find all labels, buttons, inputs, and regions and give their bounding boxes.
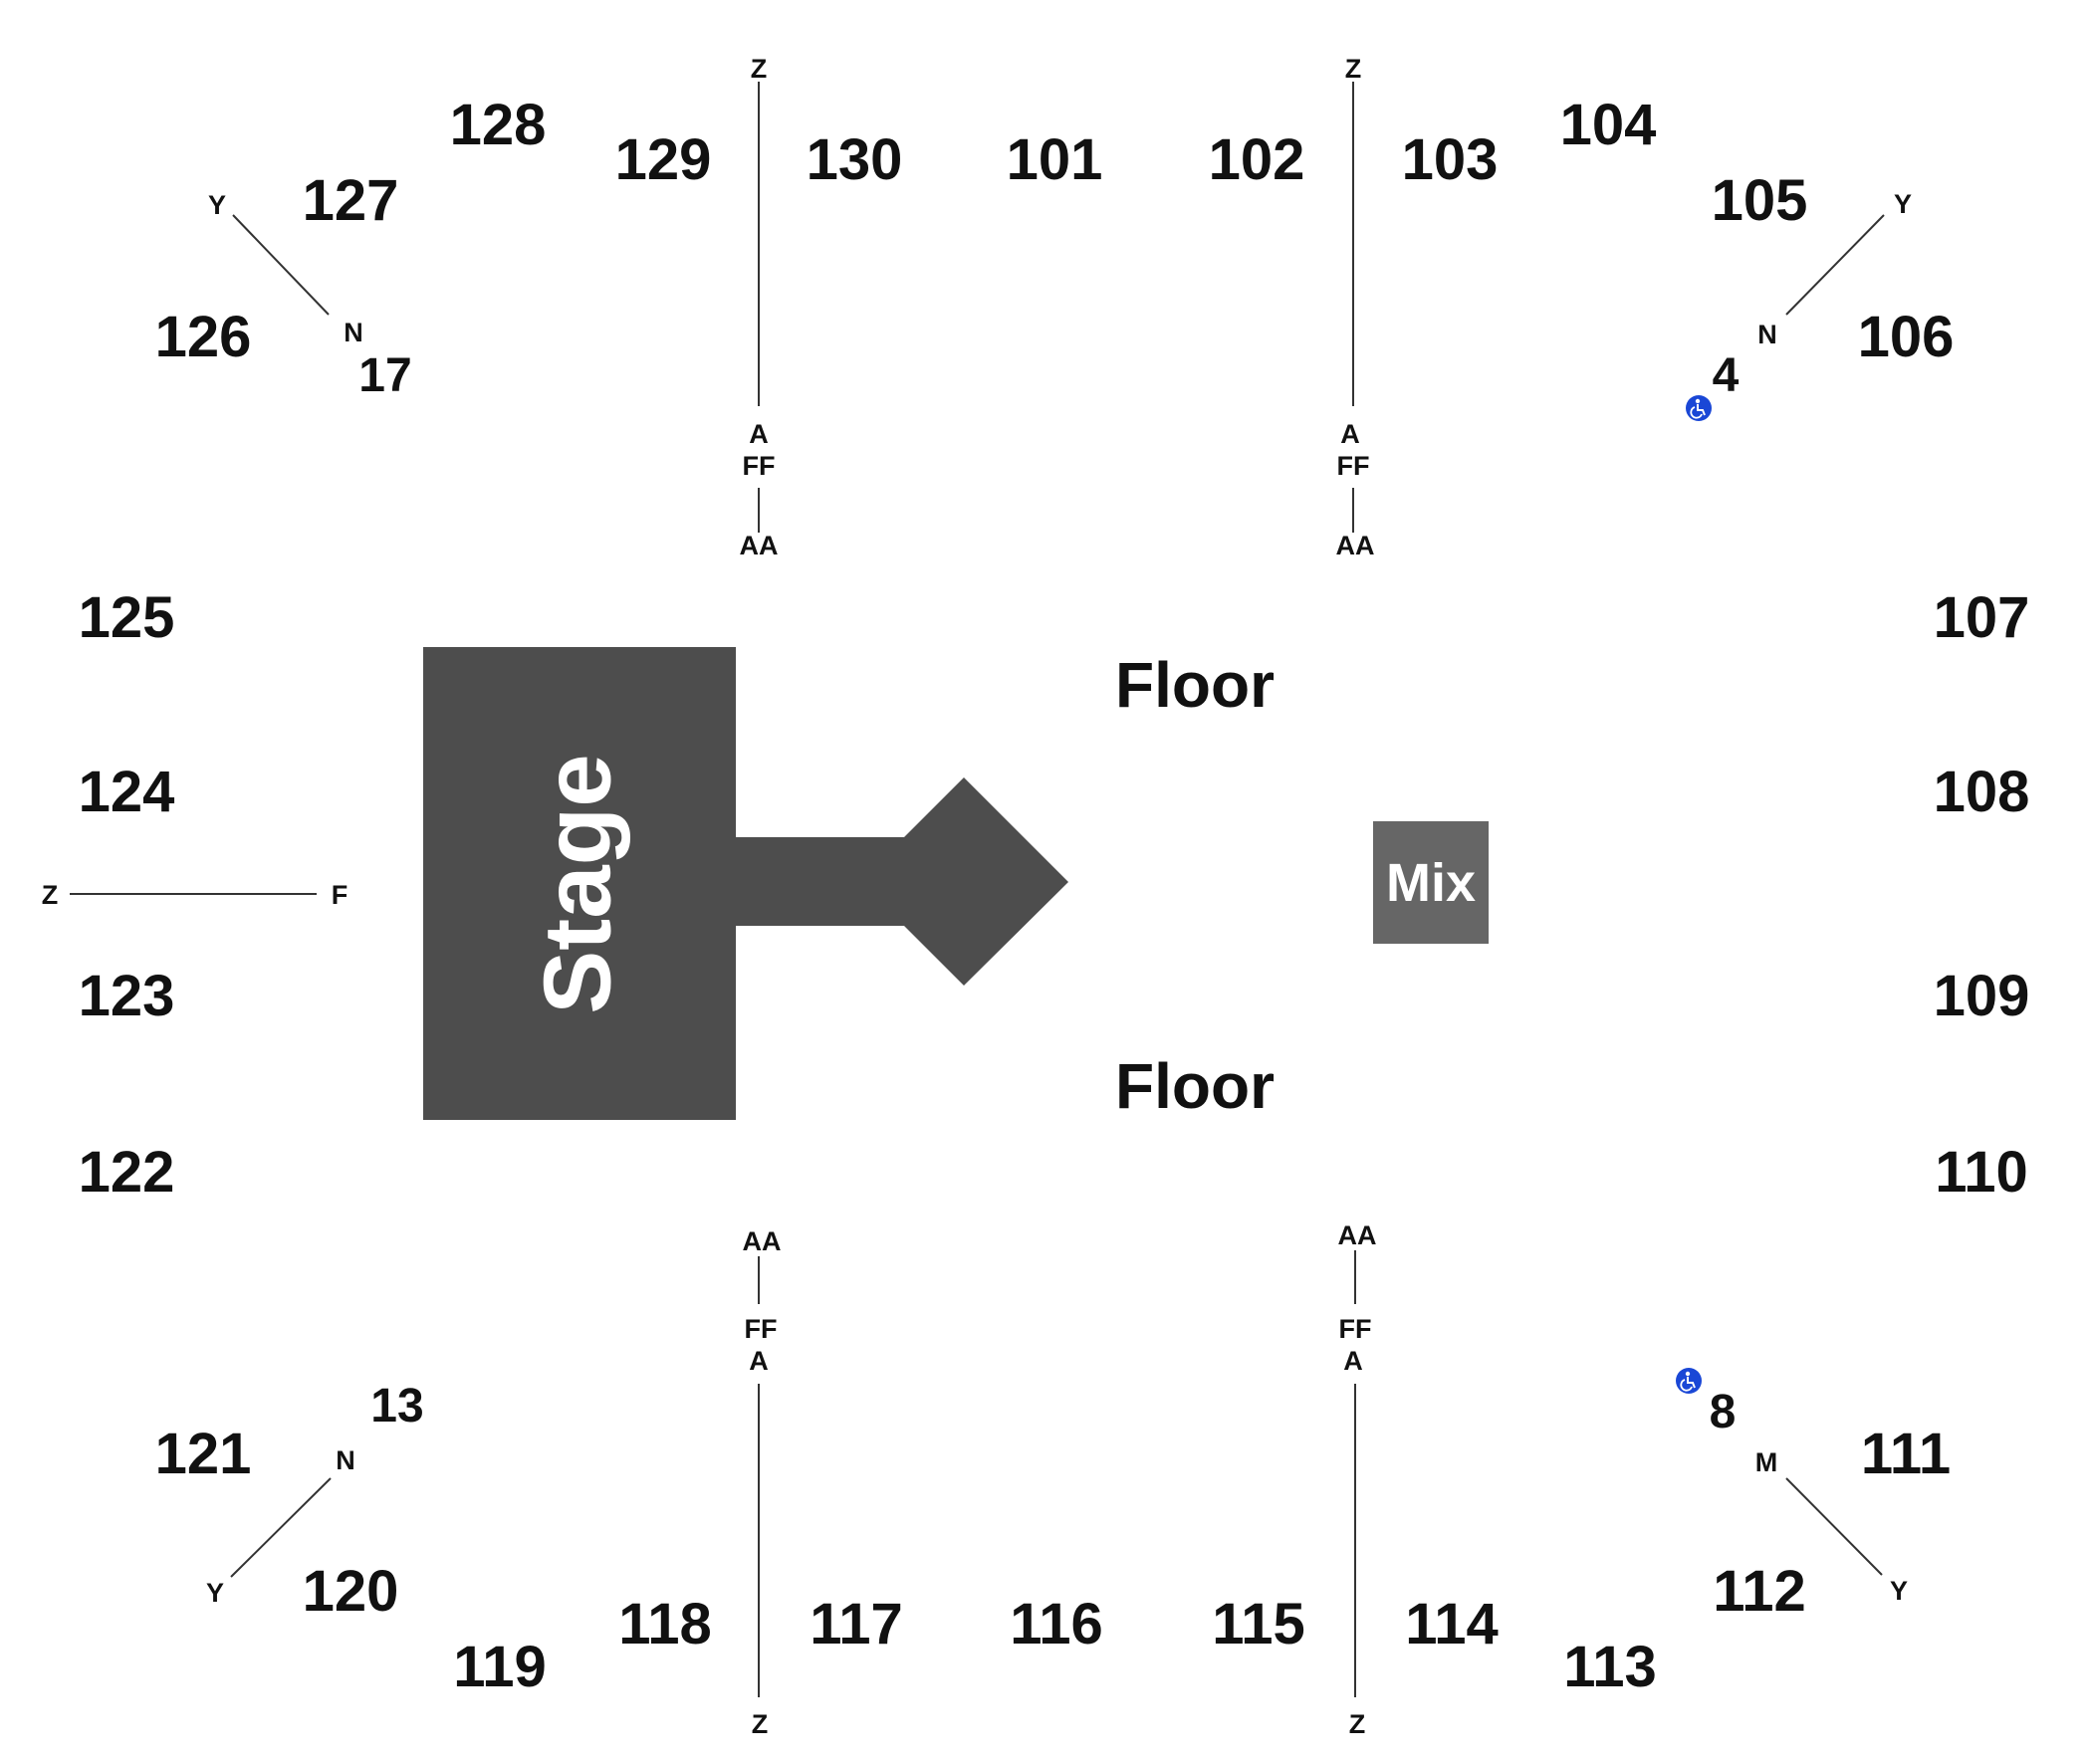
- section-117[interactable]: 117: [810, 1592, 903, 1656]
- floor-label-north[interactable]: Floor: [1115, 649, 1275, 721]
- section-110[interactable]: 110: [1935, 1140, 2028, 1205]
- section-113[interactable]: 113: [1563, 1635, 1657, 1699]
- aisle-left: Z F: [42, 880, 348, 910]
- section-121[interactable]: 121: [155, 1422, 252, 1486]
- row-marker: A: [749, 419, 769, 449]
- section-104[interactable]: 104: [1560, 93, 1657, 157]
- section-102[interactable]: 102: [1209, 127, 1305, 192]
- row-marker: Y: [1890, 1576, 1908, 1606]
- aisle-diagonal-lower-left: N Y: [206, 1445, 355, 1608]
- row-marker: A: [1343, 1346, 1363, 1376]
- seat-note-4: 4: [1713, 349, 1740, 402]
- section-107[interactable]: 107: [1934, 585, 2030, 650]
- section-127[interactable]: 127: [303, 168, 399, 233]
- row-marker: FF: [1337, 451, 1370, 481]
- row-marker: A: [1340, 419, 1360, 449]
- row-marker: N: [344, 318, 363, 347]
- section-109[interactable]: 109: [1934, 964, 2030, 1028]
- section-125[interactable]: 125: [79, 585, 175, 650]
- stage-label: Stage: [525, 754, 631, 1013]
- row-marker: AA: [1336, 531, 1375, 560]
- section-115[interactable]: 115: [1212, 1592, 1305, 1656]
- section-119[interactable]: 119: [453, 1635, 547, 1699]
- mix-label: Mix: [1386, 853, 1476, 913]
- row-marker: N: [336, 1445, 355, 1475]
- row-marker: Z: [1349, 1709, 1366, 1739]
- section-126[interactable]: 126: [155, 305, 252, 369]
- row-marker: Z: [752, 1709, 769, 1739]
- seat-note-17: 17: [358, 349, 411, 402]
- aisle-diagonal-lower-right: M Y: [1755, 1447, 1908, 1606]
- aisle-diagonal-upper-left: Y N: [208, 190, 363, 347]
- row-marker: Z: [42, 880, 59, 910]
- row-marker: AA: [743, 1226, 782, 1256]
- section-122[interactable]: 122: [79, 1140, 175, 1205]
- row-marker: Y: [206, 1578, 224, 1608]
- row-marker: Y: [1894, 189, 1912, 219]
- section-101[interactable]: 101: [1007, 127, 1103, 192]
- row-marker: FF: [743, 451, 776, 481]
- section-120[interactable]: 120: [303, 1559, 399, 1624]
- aisle-top-right: Z A FF AA: [1336, 54, 1375, 560]
- row-marker: F: [332, 880, 348, 910]
- stage[interactable]: Stage: [423, 647, 1068, 1120]
- aisle-top-left: Z A FF AA: [740, 54, 779, 560]
- row-marker: FF: [1339, 1314, 1372, 1344]
- row-marker: Y: [208, 190, 226, 220]
- wheelchair-icon[interactable]: [1676, 1368, 1702, 1394]
- section-129[interactable]: 129: [615, 127, 712, 192]
- section-112[interactable]: 112: [1713, 1559, 1806, 1624]
- row-marker: FF: [745, 1314, 778, 1344]
- row-marker: AA: [740, 531, 779, 560]
- section-114[interactable]: 114: [1405, 1592, 1499, 1656]
- section-116[interactable]: 116: [1010, 1592, 1103, 1656]
- section-108[interactable]: 108: [1934, 760, 2030, 824]
- row-marker: Z: [751, 54, 768, 84]
- section-105[interactable]: 105: [1712, 168, 1808, 233]
- aisle-diagonal-upper-right: Y N: [1757, 189, 1912, 349]
- row-marker: A: [749, 1346, 769, 1376]
- section-111[interactable]: 111: [1861, 1422, 1951, 1486]
- section-118[interactable]: 118: [618, 1592, 712, 1656]
- row-marker: M: [1755, 1447, 1778, 1477]
- section-128[interactable]: 128: [450, 93, 547, 157]
- section-103[interactable]: 103: [1402, 127, 1499, 192]
- floor-label-south[interactable]: Floor: [1115, 1050, 1275, 1122]
- row-marker: AA: [1338, 1220, 1377, 1250]
- mix-box: [1373, 821, 1489, 944]
- aisle-bottom-right: AA FF A Z: [1338, 1220, 1377, 1739]
- stage-shape: [423, 647, 1068, 1120]
- row-marker: N: [1757, 320, 1777, 349]
- seat-note-8: 8: [1710, 1386, 1737, 1438]
- aisle-bottom-left: AA FF A Z: [743, 1226, 782, 1739]
- section-130[interactable]: 130: [807, 127, 903, 192]
- section-124[interactable]: 124: [79, 760, 175, 824]
- row-marker: Z: [1345, 54, 1362, 84]
- seat-note-13: 13: [370, 1380, 423, 1433]
- section-106[interactable]: 106: [1858, 305, 1955, 369]
- mix-position[interactable]: Mix: [1373, 821, 1489, 944]
- wheelchair-icon[interactable]: [1686, 395, 1712, 421]
- section-123[interactable]: 123: [79, 964, 175, 1028]
